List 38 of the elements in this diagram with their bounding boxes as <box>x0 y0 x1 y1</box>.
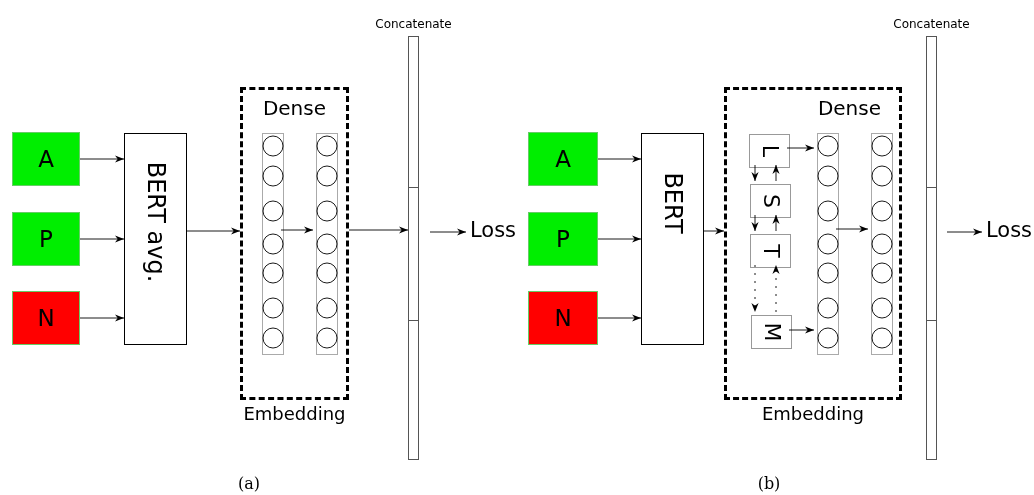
recurrent-cell-box <box>751 315 792 349</box>
box-caption: Embedding <box>243 403 346 424</box>
model-label: BERT <box>658 172 687 234</box>
loss-label: Loss <box>470 218 517 242</box>
layer-title: Dense <box>262 96 326 120</box>
input-label: P <box>39 226 53 252</box>
neuron-layer <box>871 133 893 355</box>
neuron-layer <box>262 133 284 355</box>
input-label: P <box>556 226 570 252</box>
model-box <box>124 133 187 345</box>
cell-label: L <box>757 144 782 158</box>
panel-caption: (a) <box>238 474 260 493</box>
cell-label: T <box>758 244 783 258</box>
input-box <box>528 132 598 186</box>
cell-label: M <box>759 322 784 342</box>
loss-label: Loss <box>986 218 1033 242</box>
neuron-layer <box>316 133 338 355</box>
input-box <box>528 212 598 266</box>
input-label: A <box>38 146 54 172</box>
neuron-layer <box>817 133 839 355</box>
layer-title: Dense <box>817 96 881 120</box>
bar-title: Concatenate <box>893 17 970 31</box>
input-label: A <box>555 146 571 172</box>
input-label: N <box>554 305 572 331</box>
input-box <box>12 291 80 345</box>
cell-label: S <box>758 194 783 208</box>
recurrent-cell-box <box>750 234 791 268</box>
recurrent-cell-box <box>749 134 790 168</box>
recurrent-cell-box <box>750 184 791 218</box>
input-box <box>12 212 80 266</box>
input-label: N <box>37 305 55 331</box>
model-label: BERT avg. <box>141 161 170 283</box>
panel-caption: (b) <box>757 474 781 493</box>
input-box <box>528 291 598 345</box>
input-box <box>12 132 80 186</box>
model-box <box>641 133 704 345</box>
bar-title: Concatenate <box>375 17 452 31</box>
box-caption: Embedding <box>761 403 865 424</box>
